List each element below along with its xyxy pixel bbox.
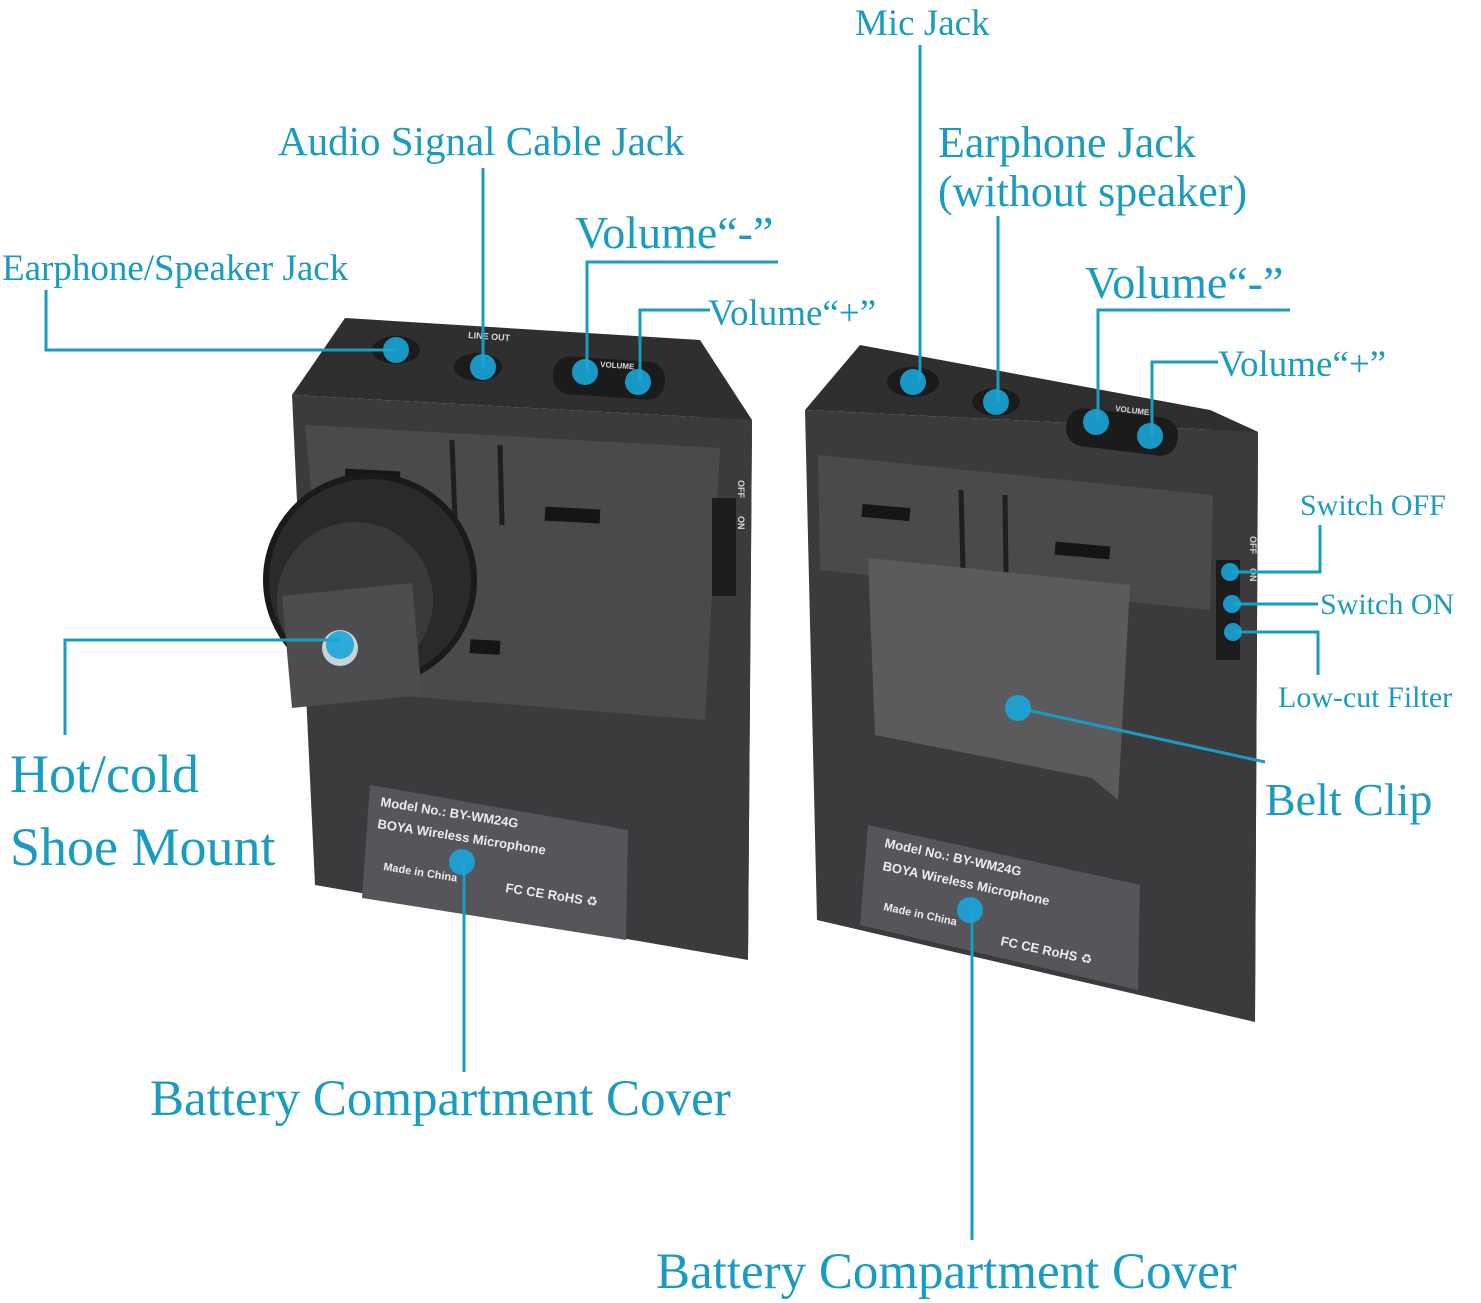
right-switch-off-marking: OFF [1248,536,1258,554]
dot-earphone-speaker [383,337,409,363]
right-device: Model No.: BY-WM24G BOYA Wireless Microp… [805,345,1258,1022]
left-panel-gap-1 [449,439,458,521]
leader-volume-plus-right [1150,360,1218,435]
dot-audio-signal [470,354,496,380]
left-label-plate [362,785,628,940]
label-mic-jack: Mic Jack [855,3,990,44]
leader-lines [44,45,1322,1240]
right-device-top [805,345,1258,432]
leader-low-cut [1235,630,1320,675]
dot-low-cut [1224,623,1242,641]
left-panel-gap-2 [497,444,505,526]
leader-shoe-mount [63,638,340,735]
left-line-out-marking: LINE OUT [468,330,511,343]
right-panel-slot-1 [861,503,911,522]
left-side-switches [712,498,736,596]
leader-volume-minus-right [1096,308,1290,420]
leader-volume-plus-left [638,308,710,380]
label-battery-cover-left: Battery Compartment Cover [150,1071,731,1127]
label-volume-minus-left: Volume“-” [575,207,773,258]
leader-belt-clip [1017,706,1266,764]
right-volume-marking: VOLUME [1115,404,1151,417]
left-panel-slot-3 [469,639,501,655]
label-switch-on: Switch ON [1320,588,1454,621]
right-panel-gap-1 [958,489,966,571]
leader-volume-minus-left [585,260,778,370]
left-panel-slot-2 [544,506,601,524]
dot-switch-on [1223,595,1241,613]
dot-battery-left [449,849,475,875]
dot-volume-plus-left [625,369,651,395]
dot-earphone-jack [983,389,1009,415]
label-low-cut-filter: Low-cut Filter [1278,681,1452,714]
left-switch-off-marking: OFF [736,480,746,498]
label-switch-off: Switch OFF [1300,489,1446,522]
label-battery-cover-right: Battery Compartment Cover [656,1244,1237,1300]
right-switch-on-marking: ON [1248,568,1258,582]
dot-volume-plus-right [1137,423,1163,449]
label-volume-plus-left: Volume“+” [708,293,876,334]
dot-switch-off [1221,563,1239,581]
dot-shoe-mount [326,631,354,659]
label-earphone-speaker-jack: Earphone/Speaker Jack [2,248,349,289]
label-volume-plus-right: Volume“+” [1218,344,1386,385]
label-hot-cold-line2: Shoe Mount [10,817,276,877]
dot-volume-minus-left [572,359,598,385]
leader-switch-off [1232,525,1322,574]
highlight-dots [326,337,1242,923]
dot-volume-minus-right [1083,409,1109,435]
left-volume-marking: VOLUME [600,360,635,371]
left-switch-on-marking: ON [736,516,746,530]
label-audio-signal-cable-jack: Audio Signal Cable Jack [278,118,685,164]
leader-earphone-speaker [44,290,396,352]
label-hot-cold-line1: Hot/cold [10,744,199,804]
dot-mic-jack [900,369,926,395]
label-earphone-jack-line2: (without speaker) [938,167,1247,216]
dot-battery-right [957,897,983,923]
right-label-plate [860,825,1140,990]
callout-labels: Earphone/Speaker Jack Audio Signal Cable… [2,3,1454,1300]
right-panel-gap-2 [1002,494,1009,576]
label-volume-minus-right: Volume“-” [1085,257,1283,308]
belt-clip-shape [868,558,1130,800]
dot-belt-clip [1005,695,1031,721]
label-earphone-jack-line1: Earphone Jack [938,118,1196,167]
label-belt-clip: Belt Clip [1265,774,1432,825]
right-panel-slot-2 [1054,541,1111,560]
